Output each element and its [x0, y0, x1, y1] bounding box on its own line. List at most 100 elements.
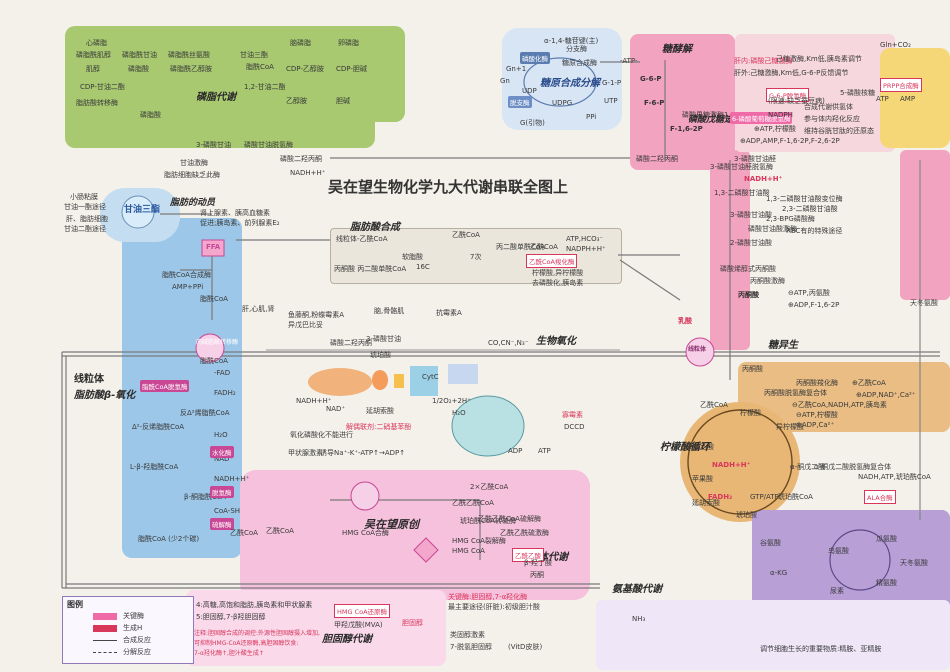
- fs-5: 16C: [416, 263, 430, 271]
- fs-0: 线粒体-乙酰CoA: [336, 235, 388, 243]
- beta-3: Δ²-反烯脂酰CoA: [132, 423, 185, 431]
- gl-enz-6: 磷酸甘油酸激酶: [748, 225, 797, 233]
- tca-7: 草酰乙酸: [686, 443, 714, 451]
- beta-7: NADH+H⁺: [214, 475, 250, 483]
- gl-2pg: 2-磷酸甘油酸: [730, 239, 772, 247]
- shuttle-2: 3-磷酸甘油: [366, 335, 401, 343]
- section-ketone: 酮体代谢: [528, 552, 568, 563]
- ffa-side-0: 脂酰CoA合成酶: [162, 271, 211, 279]
- tca-6: 苹果酸: [692, 475, 713, 483]
- pl-bottom-1: 磷脂酸: [140, 111, 161, 119]
- ppp-amp: AMP: [900, 95, 916, 103]
- gl-atp: -ATP-: [620, 57, 638, 65]
- ket-13: 甲羟戊酸(MVA): [334, 621, 383, 629]
- amino-urea: 尿素: [830, 587, 844, 595]
- bo-22: 氧化磷酸化不能进行: [290, 431, 353, 439]
- gn-synthase: 糖原合成酶: [562, 59, 597, 67]
- mob-note-1: 促进;胰岛素、前列腺素E₂: [200, 219, 280, 227]
- pl-top-2: 磷脂酰甘油: [122, 51, 157, 59]
- shuttle-3: 磷酸二羟丙酮: [330, 339, 372, 347]
- bo-23: 甲状腺激素: [288, 449, 323, 457]
- bo-1: 异戊巴比妥: [288, 321, 323, 329]
- mito-marker-left: [198, 338, 222, 362]
- gl-f16: F-1,6-2P: [670, 125, 703, 133]
- tca-9: NADH+H⁺: [712, 461, 751, 469]
- mob-input-3: 甘油二酯途径: [64, 225, 106, 233]
- ket-6: 乙酰乙酸: [512, 548, 544, 562]
- ket-19: (VitD皮肤): [508, 643, 543, 651]
- amino-orn: 鸟氨酸: [828, 547, 849, 555]
- section-mobilization: 脂肪的动员: [170, 198, 216, 208]
- gl-nadh: NADH+H⁺: [744, 175, 783, 183]
- bo-0: 鱼藤酮,粉蝶霉素A: [288, 311, 345, 319]
- pl-low-3: 胆碱: [336, 97, 350, 105]
- gl-pyruvate: 丙酮酸: [738, 291, 759, 299]
- legend-item-0: 关键酶: [123, 612, 144, 620]
- section-glycolysis: 糖酵解: [662, 44, 692, 55]
- gng-0: 丙酮酸羧化酶: [796, 379, 838, 387]
- gl-enz-7: 丙酮酸激酶: [750, 277, 785, 285]
- tca-1: 异柠檬酸: [776, 423, 804, 431]
- fs-8: 丙酮酸 丙二酸单酰CoA: [334, 265, 407, 273]
- legend-swatch-enzyme: [93, 613, 117, 620]
- mobilization-center: 甘油三酯: [124, 205, 161, 215]
- bo-12: H₂O: [452, 409, 466, 417]
- gl-enz-2: 肝外:己糖激酶,Km低,G-6-P反馈调节: [734, 69, 849, 77]
- gl-g3p: 3-磷酸甘油醛: [734, 155, 776, 163]
- tca-19: NADH,ATP,琥珀酰CoA: [858, 473, 931, 481]
- beta-11: 反Δ²烯脂酰CoA: [180, 409, 230, 417]
- glycogen-zone: [502, 28, 622, 130]
- ppp-atp: ATP: [876, 95, 889, 103]
- ppp-nadph: NADPH: [768, 111, 793, 119]
- fs-6: 7次: [470, 253, 482, 261]
- beta-acetyl: 乙酰CoA: [230, 529, 258, 537]
- phospholipid-zone-right: [295, 26, 405, 122]
- gl-f6p: F-6-P: [644, 99, 665, 107]
- right-edge-3: 天冬氨酸: [910, 299, 938, 307]
- glycerol-2: 磷酸二羟丙酮: [280, 155, 322, 163]
- mito-label-right: 线粒体: [688, 346, 707, 353]
- beta-enz-2: 脱氢酶: [210, 486, 234, 498]
- gl-side-4: 3-磷酸甘油醛脱氢酶: [710, 163, 773, 171]
- pl-top-3: 磷脂酰丝氨酸: [168, 51, 210, 59]
- pl-mid-1: 磷脂酸: [128, 65, 149, 73]
- ket-4: HMG CoA: [452, 547, 485, 555]
- pink-right-zone: [900, 150, 950, 300]
- gng-7: 丙酮酸脱氢酶复合体: [764, 389, 827, 397]
- pl-mid-0: 肌醇: [86, 65, 100, 73]
- acc-enzyme: 乙酰CoA羧化酶: [526, 254, 578, 268]
- gl-enz-8: ⊖ATP,丙氨酸: [788, 289, 830, 297]
- fs-right-0: 乙酰CoA: [530, 243, 558, 251]
- tca-14: α-酮戊二酸脱氢酶复合体: [814, 463, 892, 471]
- tca-16: ⊖ATP,柠檬酸: [796, 411, 838, 419]
- gl-g6p: G-6-P: [640, 75, 662, 83]
- pl-top-1: 磷脂酰肌醇: [76, 51, 111, 59]
- pl-mid-4: CDP-乙醇胺: [286, 65, 324, 73]
- carnitine-0: 肉碱脂酰转移酶: [196, 339, 239, 346]
- gl-side-0: 1,3-二磷酸甘油酸变位酶: [766, 195, 843, 203]
- pl-bottom-0: 脂肪酸转移酶: [76, 99, 118, 107]
- section-gluconeogenesis: 糖异生: [768, 340, 798, 351]
- tca-11: GTP/ATP: [750, 493, 779, 501]
- section-amino: 氨基酸代谢: [612, 584, 662, 595]
- gl-dhap: 磷酸二羟丙酮: [636, 155, 678, 163]
- gl-side-1: 2,3-二磷酸甘油酸: [782, 205, 838, 213]
- gl-3pg: 3-磷酸甘油酸: [730, 211, 772, 219]
- bo-11: 1/2O₂+2H⁺: [432, 397, 471, 405]
- gl-lactate: 乳酸: [678, 317, 692, 325]
- page-title: 吴在望生物化学九大代谢串联全图上: [328, 178, 569, 196]
- ket-reg-1: 5:胆固醇,7-β羟胆固醇: [196, 613, 266, 621]
- amino-ala: ALA合酶: [864, 490, 896, 504]
- beta-enz-0: 脂酰CoA脱氢酶: [140, 380, 190, 392]
- section-cholesterol: 胆固醇代谢: [322, 634, 372, 645]
- ket-reg-3: 最主要途径(肝脏):初级胆汁酸: [448, 603, 540, 611]
- mob-input-0: 小肠粘膜: [70, 193, 98, 201]
- bo-5: 琥珀酸: [370, 351, 391, 359]
- beta-5: L-β-羟脂酰CoA: [130, 463, 179, 471]
- beta-1: -FAD: [214, 369, 231, 377]
- ffa-side-2: 脂酰CoA: [200, 295, 228, 303]
- gn-primer: G(引物): [520, 119, 545, 127]
- mob-input-1: 甘油一酯途径: [64, 203, 106, 211]
- section-mito: 线粒体: [74, 374, 104, 385]
- pl-low-0: CDP-甘油二酯: [80, 83, 125, 91]
